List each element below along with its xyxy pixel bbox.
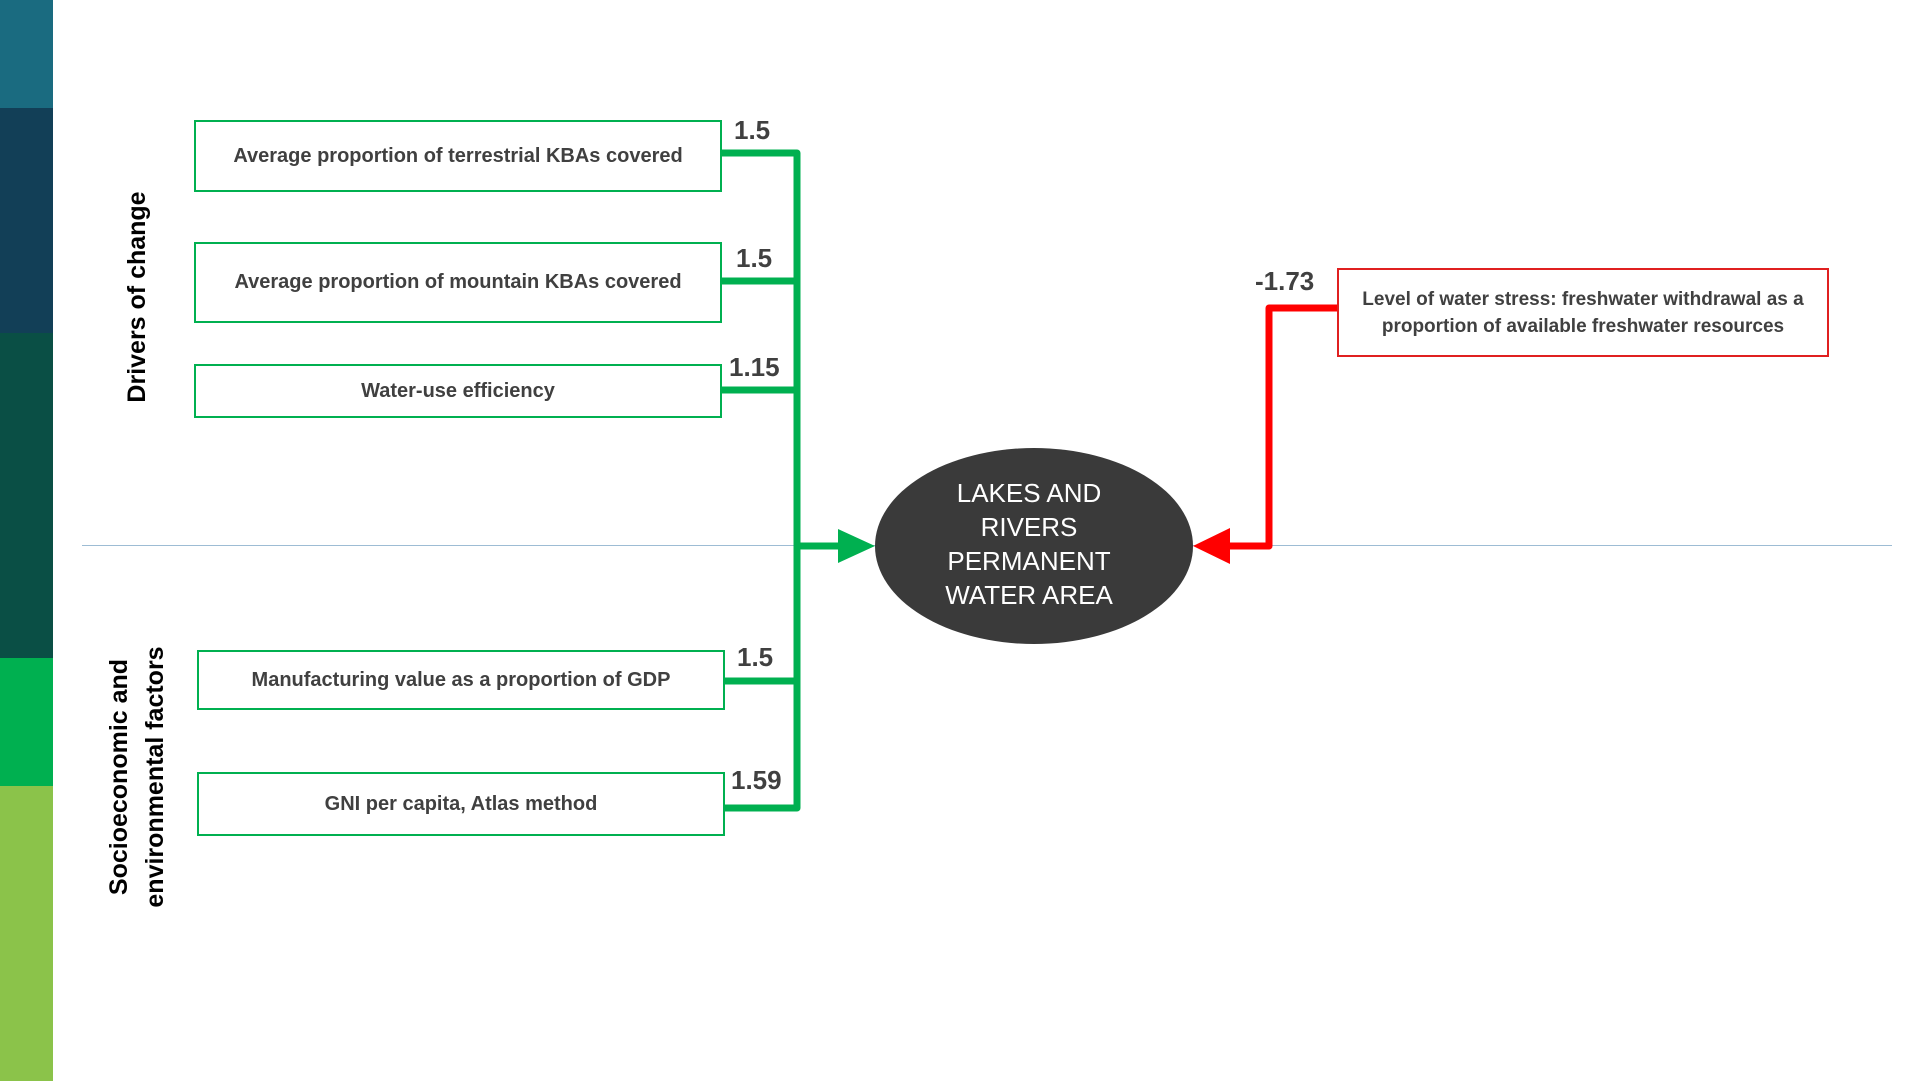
sidebar-band-3 [0, 333, 53, 658]
negative-arrowhead [1193, 528, 1230, 564]
driver-box-water-stress: Level of water stress: freshwater withdr… [1337, 268, 1829, 357]
driver-label: GNI per capita, Atlas method [324, 792, 598, 815]
weight-label: 1.5 [734, 115, 771, 145]
driver-box-water-use-efficiency: Water-use efficiency [194, 364, 722, 418]
target-label: LAKES AND RIVERS PERMANENT WATER AREA [945, 478, 1113, 610]
target-node: LAKES AND RIVERS PERMANENT WATER AREA [870, 446, 1188, 642]
sidebar-band-1 [0, 0, 53, 108]
connector-negative-driver [1225, 304, 1339, 550]
weight-label: 1.59 [731, 765, 782, 795]
weight-label-negative: -1.73 [1255, 266, 1315, 296]
driver-label: Water-use efficiency [361, 379, 555, 402]
driver-label: Average proportion of terrestrial KBAs c… [233, 144, 683, 167]
connector-driver-1 [720, 149, 801, 812]
weight-label: 1.15 [729, 352, 780, 382]
driver-box-mountain-kbas: Average proportion of mountain KBAs cove… [194, 242, 722, 323]
weight-label: 1.5 [737, 642, 774, 672]
driver-box-terrestrial-kbas: Average proportion of terrestrial KBAs c… [194, 120, 722, 192]
sidebar-band-4 [0, 658, 53, 786]
sidebar-band-2 [0, 108, 53, 333]
driver-label: Manufacturing value as a proportion of G… [251, 668, 671, 691]
driver-box-manufacturing-value: Manufacturing value as a proportion of G… [197, 650, 725, 710]
sidebar-band-5 [0, 786, 53, 1081]
driver-box-gni-per-capita: GNI per capita, Atlas method [197, 772, 725, 836]
weight-label: 1.5 [736, 243, 773, 273]
target-ellipse [875, 448, 1193, 644]
driver-label: Level of water stress: freshwater withdr… [1362, 288, 1804, 337]
driver-label: Average proportion of mountain KBAs cove… [234, 271, 682, 293]
positive-arrowhead [838, 529, 875, 563]
